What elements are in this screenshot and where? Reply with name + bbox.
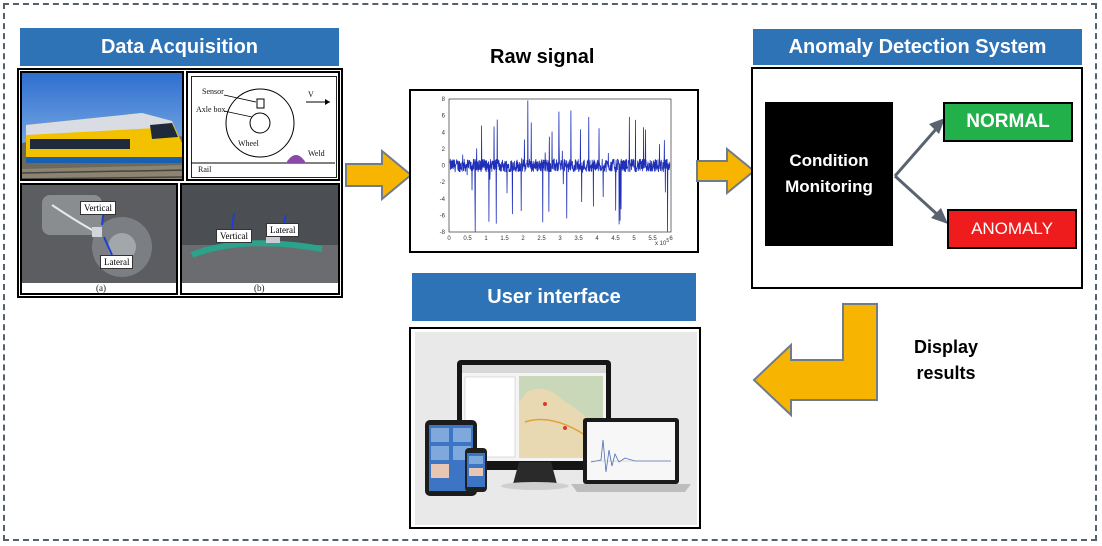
x-tick-label: 2 bbox=[521, 236, 525, 242]
photo-b-lateral-tag: Lateral bbox=[266, 223, 300, 237]
photo-a-vertical-tag: Vertical bbox=[80, 201, 116, 215]
x-tick-label: 0.5 bbox=[463, 236, 472, 242]
user-interface-banner: User interface bbox=[412, 273, 696, 321]
x-axis-ticks: 0 0.5 1 1.5 2 2.5 3 3.5 4 4.5 5 5.5 6 bbox=[447, 236, 673, 242]
y-tick-label: -8 bbox=[440, 230, 446, 236]
devices-image bbox=[415, 332, 697, 525]
anomaly-label: ANOMALY bbox=[971, 219, 1053, 238]
classification-arrows bbox=[893, 118, 948, 224]
wheel-diagram bbox=[191, 88, 335, 164]
anomaly-detection-banner: Anomaly Detection System bbox=[753, 29, 1082, 65]
anomaly-status-box: ANOMALY bbox=[947, 209, 1077, 249]
x-tick-label: 3.5 bbox=[574, 236, 583, 242]
x-exponent-label: x 105 bbox=[655, 238, 669, 247]
photo-a-lateral-tag: Lateral bbox=[100, 255, 134, 269]
anomaly-detection-title: Anomaly Detection System bbox=[788, 35, 1047, 58]
x-tick-label: 2.5 bbox=[537, 236, 546, 242]
x-tick-label: 4 bbox=[595, 236, 599, 242]
photo-b-caption: (b) bbox=[254, 283, 265, 293]
sensor-label: Sensor bbox=[202, 87, 224, 96]
x-tick-label: 1 bbox=[484, 236, 488, 242]
sensor-photo-a: Vertical Lateral (a) bbox=[20, 183, 178, 295]
y-tick-label: 4 bbox=[442, 130, 446, 136]
y-tick-label: -4 bbox=[440, 197, 446, 203]
x-tick-label: 5.5 bbox=[648, 236, 657, 242]
display-results-line2: results bbox=[916, 363, 976, 383]
rail-label: Rail bbox=[198, 165, 212, 174]
y-tick-label: 0 bbox=[442, 164, 446, 170]
outer-dashed-frame bbox=[3, 3, 1097, 541]
x-tick-label: 6 bbox=[669, 236, 673, 242]
x-tick-label: 4.5 bbox=[611, 236, 620, 242]
wheel-label: Wheel bbox=[238, 139, 259, 148]
axle-box-label: Axle box bbox=[196, 105, 226, 114]
x-tick-label: 0 bbox=[447, 236, 451, 242]
train-image bbox=[22, 73, 182, 179]
arrow-to-raw-signal bbox=[345, 148, 413, 202]
photo-b-vertical-tag: Vertical bbox=[216, 229, 252, 243]
normal-status-box: NORMAL bbox=[943, 102, 1073, 142]
y-tick-label: -6 bbox=[440, 213, 446, 219]
y-tick-label: -2 bbox=[440, 180, 446, 186]
y-axis-ticks: 8 6 4 2 0 -2 -4 -6 -8 bbox=[440, 97, 446, 236]
display-results-line1: Display bbox=[914, 337, 979, 357]
x-tick-label: 5 bbox=[632, 236, 636, 242]
photo-a-caption: (a) bbox=[96, 283, 106, 293]
sensor-diagram: Sensor Axle box Wheel V Weld Rail bbox=[186, 71, 340, 181]
condition-monitoring-line1: Condition bbox=[789, 151, 869, 170]
display-results-label: Display results bbox=[914, 334, 978, 386]
x-tick-label: 1.5 bbox=[500, 236, 509, 242]
condition-monitoring-line2: Monitoring bbox=[785, 177, 873, 196]
arrow-to-anomaly-detection bbox=[696, 146, 756, 196]
data-acquisition-title: Data Acquisition bbox=[100, 35, 259, 58]
x-tick-label: 3 bbox=[558, 236, 562, 242]
weld-label: Weld bbox=[308, 149, 325, 158]
y-tick-label: 2 bbox=[442, 147, 446, 153]
velocity-label: V bbox=[308, 90, 314, 99]
raw-signal-title: Raw signal bbox=[490, 46, 595, 68]
sensor-photo-b: Vertical Lateral (b) bbox=[180, 183, 340, 295]
normal-label: NORMAL bbox=[966, 111, 1050, 132]
condition-monitoring-box: Condition Monitoring bbox=[765, 102, 893, 246]
user-interface-title: User interface bbox=[487, 285, 621, 308]
data-acquisition-banner: Data Acquisition bbox=[20, 28, 339, 66]
arrow-display-results bbox=[752, 303, 878, 418]
train-photo bbox=[20, 71, 184, 181]
y-tick-label: 6 bbox=[442, 114, 446, 120]
y-tick-label: 8 bbox=[442, 97, 446, 103]
raw-signal-trace bbox=[449, 100, 671, 232]
